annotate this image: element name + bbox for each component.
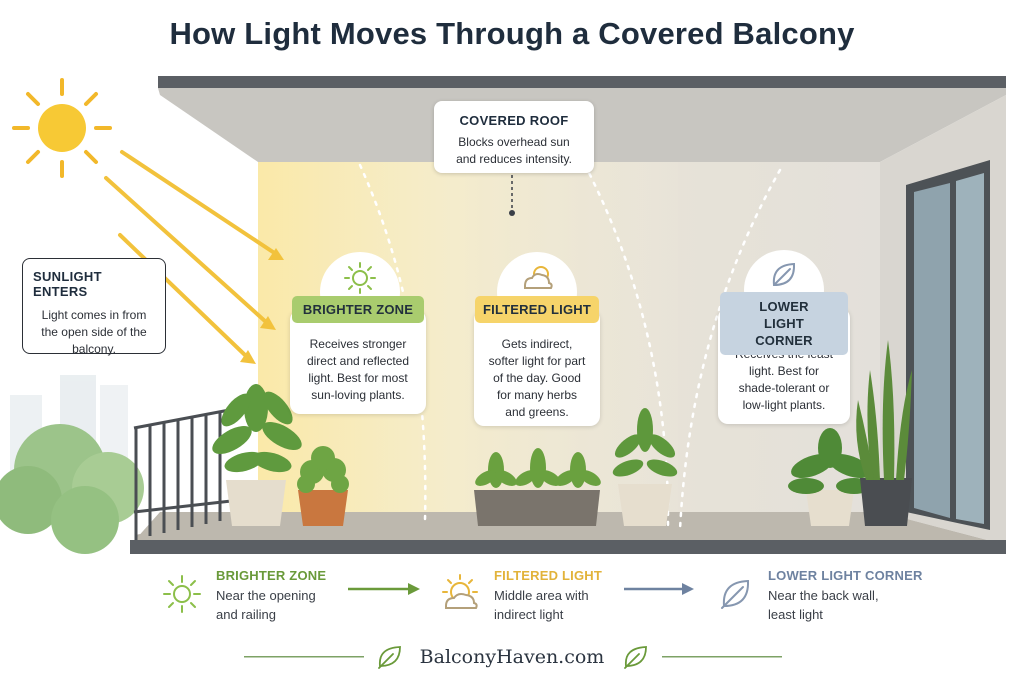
legend-bright-zone: BRIGHTER ZONE Near the opening and raili… <box>216 568 326 624</box>
footer-divider-left <box>244 656 364 658</box>
brand-name: BalconyHaven.com <box>419 646 605 668</box>
footer: BalconyHaven.com <box>0 640 1024 680</box>
legend-sun-icon <box>163 575 201 613</box>
bright-zone-text: Receives stronger direct and reflected l… <box>306 337 410 402</box>
legend-bright-line1: Near the opening <box>216 588 316 603</box>
legend-bright-title: BRIGHTER ZONE <box>216 568 327 583</box>
legend-bright-line2: and railing <box>216 607 276 622</box>
snake-plant <box>856 340 912 526</box>
filtered-zone-card: FILTERED LIGHT Gets indirect, softer lig… <box>474 296 600 426</box>
zone-dividers <box>358 163 782 532</box>
legend-low-title: LOWER LIGHT CORNER <box>768 568 923 583</box>
bright-zone-badge: BRIGHTER ZONE <box>292 296 424 323</box>
floor-edge <box>130 540 1006 554</box>
sunlight-arrows <box>104 150 284 364</box>
planter-box <box>474 448 601 526</box>
low-light-zone-text: Receives the least light. Best for shade… <box>735 347 833 412</box>
roof-slab <box>158 76 1006 88</box>
filtered-zone-text: Gets indirect, softer light for part of … <box>488 337 586 419</box>
filtered-zone-badge: FILTERED LIGHT <box>475 296 599 323</box>
bright-zone-card: BRIGHTER ZONE Receives stronger direct a… <box>290 296 426 414</box>
trees <box>0 424 144 554</box>
filtered-cloud-sun-icon <box>524 266 553 289</box>
legend-cloud-sun-icon <box>442 574 478 609</box>
legend-filtered-title: FILTERED LIGHT <box>494 568 602 583</box>
balcony-door <box>906 160 990 530</box>
plant-pot-large-left <box>212 384 302 526</box>
legend-low-line2: least light <box>768 607 823 622</box>
roof-callout-title: COVERED ROOF <box>459 113 569 128</box>
footer-leaf-left-icon <box>378 646 401 669</box>
sunlight-callout-title: SUNLIGHT ENTERS <box>33 269 102 299</box>
sunlight-callout-text: Light comes in from the open side of the… <box>41 308 147 356</box>
legend-arrow-green <box>348 583 420 595</box>
sun-icon <box>12 78 112 178</box>
low-light-leaf-icon <box>772 262 796 287</box>
sunlight-callout: SUNLIGHT ENTERS Light comes in from the … <box>22 258 166 356</box>
roof-callout: COVERED ROOF Blocks overhead sun and red… <box>434 101 594 173</box>
legend-low-line1: Near the back wall, <box>768 588 879 603</box>
footer-divider-right <box>662 656 782 658</box>
low-light-zone-badge: LOWER LIGHT CORNER <box>720 292 848 355</box>
plant-pot-middle <box>612 408 678 526</box>
legend-low-light-corner: LOWER LIGHT CORNER Near the back wall, l… <box>768 568 923 624</box>
legend-arrow-blue <box>624 583 694 595</box>
plant-pot-terracotta <box>297 446 349 526</box>
roof-callout-text: Blocks overhead sun and reduces intensit… <box>456 135 572 166</box>
footer-leaf-right-icon <box>624 646 647 669</box>
legend-leaf-icon <box>721 579 750 609</box>
page-title: How Light Moves Through a Covered Balcon… <box>169 16 855 51</box>
legend-filtered-line1: Middle area with <box>494 588 589 603</box>
bright-zone-sun-icon <box>344 262 376 294</box>
railing <box>133 406 241 540</box>
legend: BRIGHTER ZONE Near the opening and raili… <box>0 560 1024 640</box>
legend-filtered-line2: indirect light <box>494 607 564 622</box>
low-light-zone-card: LOWER LIGHT CORNER Receives the least li… <box>718 292 850 424</box>
legend-filtered-light: FILTERED LIGHT Middle area with indirect… <box>494 568 602 624</box>
